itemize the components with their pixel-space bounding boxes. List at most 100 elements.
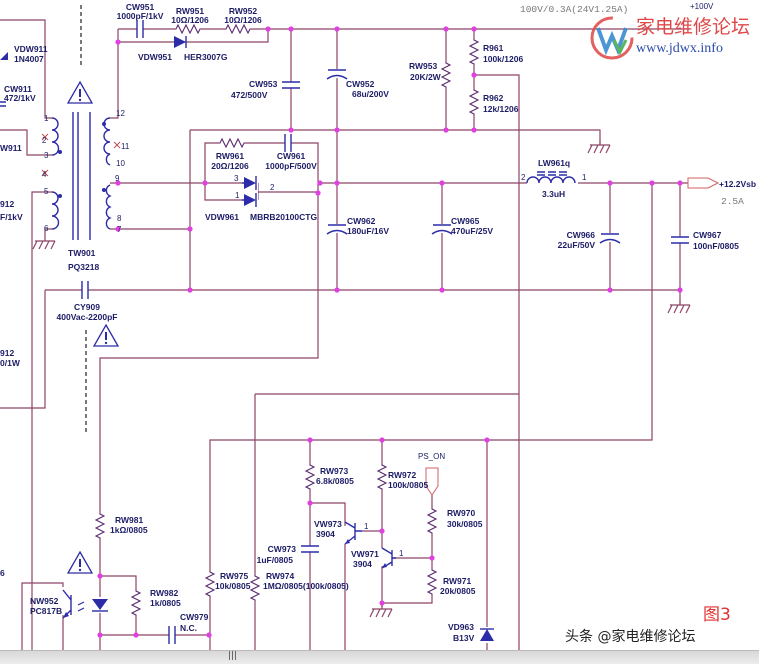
wire	[99, 142, 319, 650]
junction-dot	[288, 127, 294, 133]
value-rw961: 20Ω/1206	[211, 161, 249, 171]
value-vdw961: MBRB20100CTG	[250, 212, 317, 222]
horizontal-scrollbar[interactable]: |||	[0, 650, 759, 664]
ref-rw961: RW961	[216, 151, 244, 161]
watermark-title: 家电维修论坛	[636, 16, 750, 38]
diode-vdw951	[174, 36, 187, 48]
wire	[0, 290, 46, 409]
resistor-rw953	[440, 61, 452, 89]
capacitor-cw973	[300, 545, 320, 553]
net-output: +12.2Vsb	[719, 179, 756, 189]
pin-number: 2	[521, 173, 526, 182]
junction-dot	[649, 180, 655, 186]
ref-vd963: VD963	[448, 622, 474, 632]
junction-dot	[115, 226, 121, 232]
pin-number: 6	[44, 224, 49, 233]
value-cy909: 400Vac-2200pF	[57, 312, 118, 322]
ref-rw973: RW973	[320, 466, 348, 476]
junction-dot	[133, 632, 139, 638]
junction-dot	[206, 632, 212, 638]
junction-dot	[307, 437, 313, 443]
wire	[110, 29, 119, 119]
pin-number: 12	[116, 109, 125, 118]
pin-number: 2	[270, 183, 275, 192]
electrolytic-cw962	[326, 223, 348, 235]
ref-vdw951: VDW951	[138, 52, 172, 62]
ref-vw973: VW973	[314, 519, 342, 529]
junction-dot	[307, 500, 313, 506]
junction-dot	[265, 26, 271, 32]
resistor-rw972	[376, 463, 388, 491]
ref-rw953: RW953	[409, 61, 437, 71]
junction-dot	[202, 180, 208, 186]
junction-dot	[471, 26, 477, 32]
value-cw951: 1000pF/1kV	[117, 11, 164, 21]
junction-dot	[443, 26, 449, 32]
ref-cw951: CW951	[126, 2, 155, 12]
scrollbar-grip-icon[interactable]: |||	[228, 651, 238, 661]
label: F/1kV	[0, 212, 23, 222]
wire	[21, 582, 64, 650]
resistor-rw973	[304, 463, 316, 491]
ref-rw982: RW982	[150, 588, 178, 598]
pin-number: 3	[234, 174, 239, 183]
resistor-r961	[468, 38, 480, 66]
value-rw981: 1kΩ/0805	[110, 525, 148, 535]
resistor-rw970	[426, 507, 438, 535]
value-cw952: 68u/200V	[352, 89, 389, 99]
value-vd963: B13V	[453, 633, 475, 643]
junction-dot	[677, 180, 683, 186]
label: CW911	[4, 84, 32, 94]
capacitor-cw967	[670, 236, 690, 244]
value-vw973: 3904	[316, 529, 335, 539]
pin-number: 1	[399, 549, 404, 558]
ref-rw952: RW952	[229, 6, 257, 16]
transformer-tw901	[41, 112, 121, 240]
wire	[0, 19, 52, 650]
ground-icon	[32, 235, 56, 250]
ref-nw952: NW952	[30, 596, 59, 606]
pin-number: 1	[582, 173, 587, 182]
junction-dot	[315, 190, 321, 196]
ref-rw970: RW970	[447, 508, 475, 518]
value-rw974: 1MΩ/0805(100k/0805)	[263, 581, 349, 591]
resistor-rw975	[204, 570, 216, 598]
label: 0/1W	[0, 358, 21, 368]
junction-dot	[334, 26, 340, 32]
junction-dot	[334, 127, 340, 133]
junction-dot	[115, 39, 121, 45]
label: 472/1kV	[4, 93, 36, 103]
ref-rw971: RW971	[443, 576, 471, 586]
resistor-r962	[468, 88, 480, 116]
ref-cw961: CW961	[277, 151, 306, 161]
value-r962: 12k/1206	[483, 104, 519, 114]
value-rw970: 30k/0805	[447, 519, 483, 529]
ref-vdw961: VDW961	[205, 212, 239, 222]
junction-dot	[97, 632, 103, 638]
pin-number: 1	[44, 114, 49, 123]
ref-cy909: CY909	[74, 302, 100, 312]
electrolytic-cw966	[599, 232, 621, 244]
optocoupler-led	[77, 597, 110, 613]
warning-icon	[67, 551, 93, 574]
junction-dot	[334, 287, 340, 293]
wires	[0, 19, 690, 650]
value-rw951: 10Ω/1206	[171, 15, 209, 25]
label: VDW911	[14, 44, 48, 54]
ref-cw952: CW952	[346, 79, 375, 89]
value-cw979: N.C.	[180, 623, 197, 633]
wire	[441, 183, 681, 290]
zener-vd963	[479, 627, 495, 643]
junction-dot	[484, 437, 490, 443]
capacitor-cw979	[168, 625, 176, 645]
junction-dots	[97, 26, 683, 638]
value-cw961: 1000pF/500V	[265, 161, 317, 171]
value-cw973: 1uF/0805	[257, 555, 294, 565]
resistor-rw971	[426, 568, 438, 596]
ref-cw966: CW966	[567, 230, 596, 240]
capacitor-cw953	[281, 81, 301, 89]
value-rw952: 10Ω/1206	[224, 15, 262, 25]
wire	[118, 29, 269, 43]
value-vw971: 3904	[353, 559, 372, 569]
junction-dot	[429, 555, 435, 561]
